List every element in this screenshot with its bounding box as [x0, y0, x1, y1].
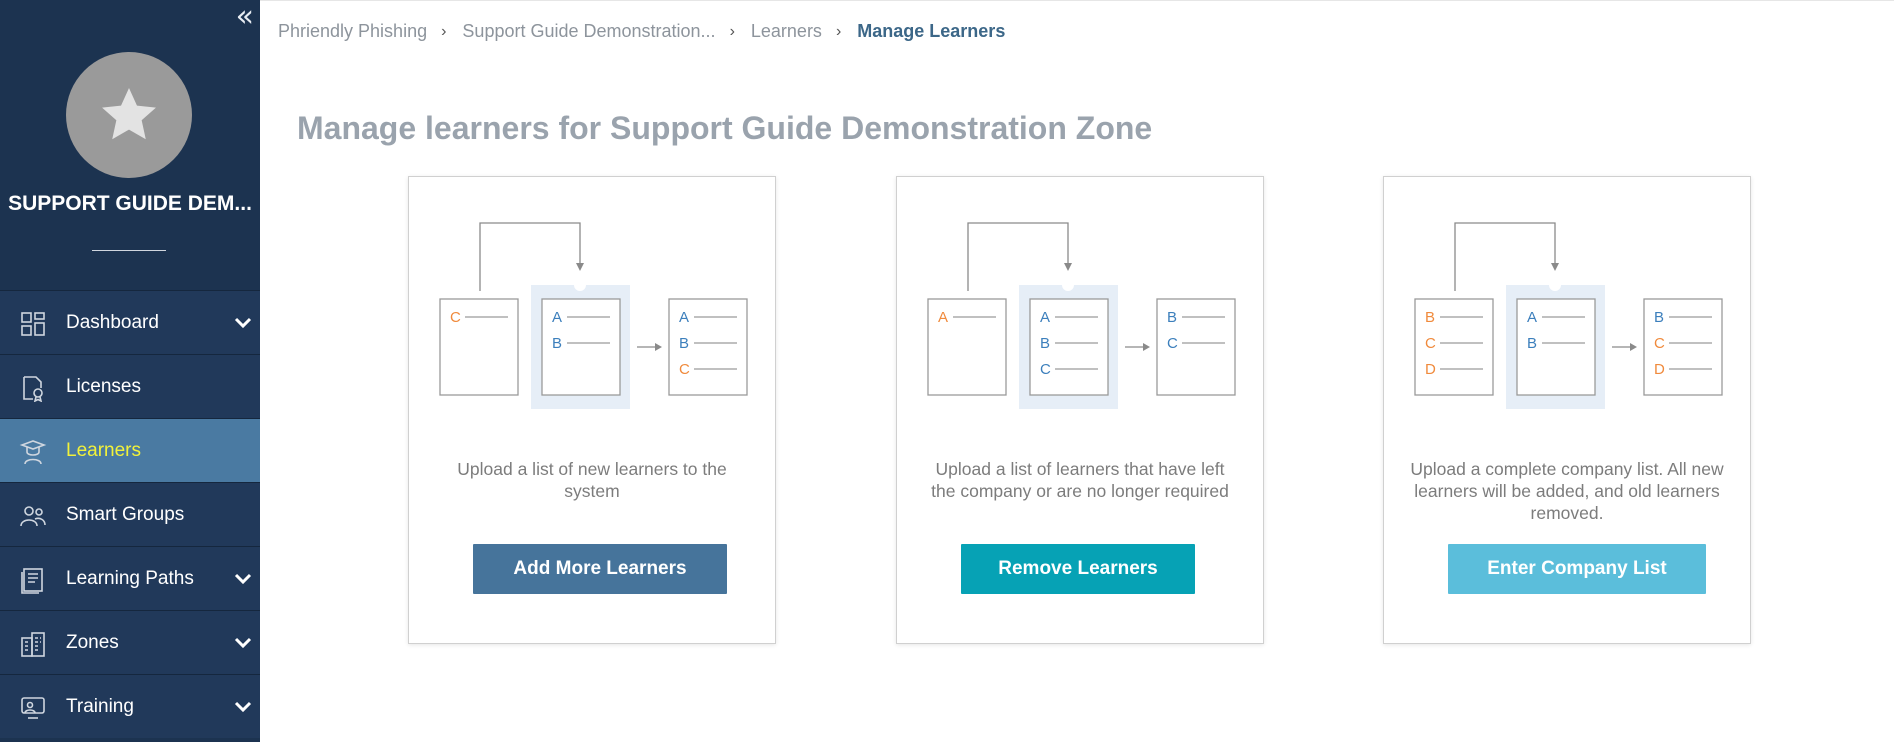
chevron-down-icon[interactable]: [232, 313, 254, 333]
existing-list: ABC: [1029, 298, 1109, 396]
sidebar-item-learners[interactable]: Learners: [0, 418, 260, 482]
sidebar-item-licenses[interactable]: Licenses: [0, 354, 260, 418]
people-group-icon: [20, 506, 46, 527]
breadcrumb-link[interactable]: Phriendly Phishing: [278, 21, 428, 41]
sidebar-item-label: Licenses: [66, 375, 141, 397]
upload-list: C: [439, 298, 519, 396]
list-letter: B: [679, 335, 689, 352]
list-letter: D: [1425, 361, 1436, 378]
list-letter: C: [1654, 335, 1665, 352]
list-letter: C: [1425, 335, 1436, 352]
collapse-sidebar-icon[interactable]: «: [235, 0, 254, 34]
chevron-down-icon[interactable]: [232, 633, 254, 653]
list-letter: C: [450, 309, 461, 326]
divider: [92, 250, 166, 251]
card-description: Upload a complete company list. All new …: [1410, 459, 1724, 523]
sidebar-item-training[interactable]: Training: [0, 674, 260, 738]
sidebar-item-dashboard[interactable]: Dashboard: [0, 290, 260, 354]
breadcrumb-current: Manage Learners: [857, 21, 1006, 41]
result-list: ABC: [668, 298, 748, 396]
breadcrumb-link[interactable]: Learners: [750, 21, 822, 41]
chevron-down-icon[interactable]: [232, 569, 254, 589]
list-letter: C: [1167, 335, 1178, 352]
sidebar: « SUPPORT GUIDE DEM... Dashboard L: [0, 0, 260, 742]
upload-list: BCD: [1414, 298, 1494, 396]
training-screen-icon: [21, 697, 45, 719]
license-certificate-icon: [23, 376, 43, 402]
sidebar-item-label: Dashboard: [66, 311, 159, 333]
dashboard-grid-icon: [21, 312, 45, 336]
list-letter: A: [552, 309, 562, 326]
breadcrumb-link[interactable]: Support Guide Demonstration...: [462, 21, 716, 41]
sidebar-item-learning-paths[interactable]: Learning Paths: [0, 546, 260, 610]
list-letter: A: [938, 309, 948, 326]
result-list: BC: [1156, 298, 1236, 396]
star-icon: [102, 88, 156, 140]
breadcrumb-separator-icon: ›: [441, 22, 447, 40]
list-letter: C: [679, 361, 690, 378]
existing-list: AB: [1516, 298, 1596, 396]
buildings-icon: [21, 632, 45, 657]
list-letter: C: [1040, 361, 1051, 378]
list-letter: B: [1040, 335, 1050, 352]
list-letter: A: [1527, 309, 1537, 326]
avatar[interactable]: [66, 52, 192, 178]
list-letter: B: [1527, 335, 1537, 352]
breadcrumb-separator-icon: ›: [729, 22, 735, 40]
result-list: BCD: [1643, 298, 1723, 396]
sidebar-item-label: Training: [66, 695, 134, 717]
book-path-icon: [21, 568, 43, 594]
organization-name: SUPPORT GUIDE DEM...: [8, 192, 252, 215]
sidebar-item-smart-groups[interactable]: Smart Groups: [0, 482, 260, 546]
sidebar-item-label: Learners: [66, 439, 141, 461]
upload-list: A: [927, 298, 1007, 396]
existing-list: AB: [541, 298, 621, 396]
sidebar-nav: Dashboard Licenses Learners: [0, 290, 260, 738]
breadcrumb: Phriendly Phishing › Support Guide Demon…: [278, 21, 1005, 42]
remove-learners-button[interactable]: Remove Learners: [961, 544, 1195, 594]
list-letter: D: [1654, 361, 1665, 378]
top-border: [260, 0, 1894, 1]
add-more-learners-button[interactable]: Add More Learners: [473, 544, 727, 594]
page-title: Manage learners for Support Guide Demons…: [297, 110, 1153, 146]
card-description: Upload a list of new learners to the sys…: [457, 459, 727, 501]
list-letter: A: [679, 309, 689, 326]
list-letter: B: [1425, 309, 1435, 326]
sidebar-item-label: Smart Groups: [66, 503, 185, 525]
chevron-down-icon[interactable]: [232, 697, 254, 717]
enter-company-list-button[interactable]: Enter Company List: [1448, 544, 1706, 594]
breadcrumb-separator-icon: ›: [835, 22, 842, 40]
sidebar-item-zones[interactable]: Zones: [0, 610, 260, 674]
list-letter: B: [1167, 309, 1177, 326]
sidebar-item-label: Zones: [66, 631, 119, 653]
card-description: Upload a list of learners that have left…: [931, 459, 1229, 501]
list-letter: A: [1040, 309, 1050, 326]
list-letter: B: [1654, 309, 1664, 326]
list-letter: B: [552, 335, 562, 352]
graduate-icon: [19, 440, 47, 465]
sidebar-item-label: Learning Paths: [66, 567, 194, 589]
